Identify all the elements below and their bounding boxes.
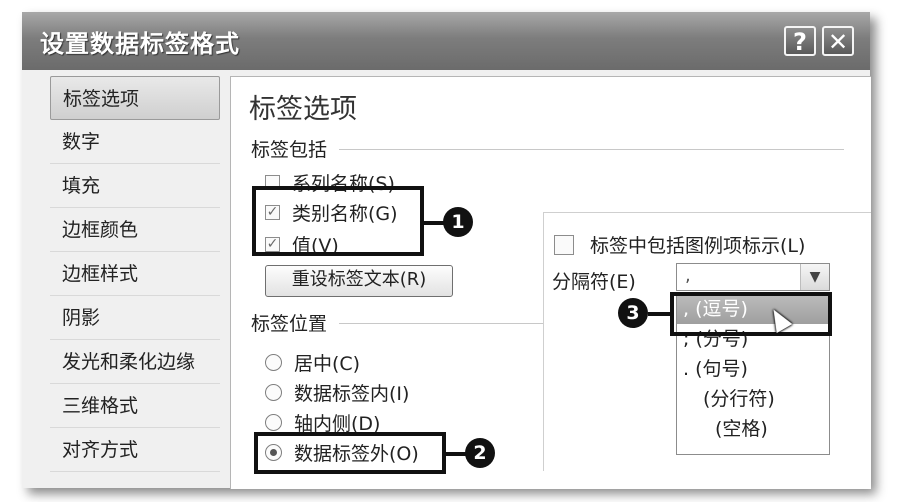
separator-overlay-panel: 标签中包括图例项标示(L) 分隔符(E) , ▼ , (逗号) ; (分号) .… xyxy=(543,212,871,471)
center-radio[interactable] xyxy=(265,354,282,371)
section-divider xyxy=(339,323,549,324)
separator-option-space[interactable]: (空格) xyxy=(715,418,768,440)
category-name-checkbox[interactable]: ✓ xyxy=(265,204,280,220)
nav-item-border-color[interactable]: 边框颜色 xyxy=(50,208,220,252)
title-bar: 设置数据标签格式 ? ✕ xyxy=(22,12,870,71)
separator-label: 分隔符(E) xyxy=(552,271,636,293)
nav-item-3d-format[interactable]: 三维格式 xyxy=(50,384,220,428)
callout-badge-2: 2 xyxy=(465,438,495,468)
callout-connector-3 xyxy=(648,312,670,316)
outside-end-radio[interactable] xyxy=(265,444,282,461)
section-divider xyxy=(339,149,844,150)
callout-connector-1 xyxy=(424,221,444,225)
nav-item-border-style[interactable]: 边框样式 xyxy=(50,252,220,296)
callout-box-2 xyxy=(254,432,446,474)
callout-badge-1: 1 xyxy=(443,207,473,237)
nav-item-number[interactable]: 数字 xyxy=(50,120,220,164)
position-center-option[interactable]: 居中(C) xyxy=(265,349,360,376)
center-label: 居中(C) xyxy=(294,353,361,375)
separator-option-period[interactable]: . (句号) xyxy=(683,358,748,380)
separator-selected-value: , xyxy=(685,265,691,286)
label-contains-title: 标签包括 xyxy=(251,139,328,161)
value-label: 值(V) xyxy=(292,235,339,257)
inside-end-label: 数据标签内(I) xyxy=(294,383,410,405)
reset-label-text-button[interactable]: 重设标签文本(R) xyxy=(265,265,453,297)
legend-key-checkbox[interactable] xyxy=(554,234,574,255)
label-position-title: 标签位置 xyxy=(251,313,328,335)
separator-option-newline[interactable]: (分行符) xyxy=(703,388,775,410)
value-option[interactable]: ✓ 值(V) xyxy=(265,231,339,258)
separator-option-comma[interactable]: , (逗号) xyxy=(677,294,829,324)
position-inside-base-option[interactable]: 轴内侧(D) xyxy=(265,409,380,436)
separator-options-list: , (逗号) ; (分号) . (句号) (分行符) (空格) xyxy=(676,293,830,455)
category-name-label: 类别名称(G) xyxy=(292,203,398,225)
legend-key-label: 标签中包括图例项标示(L) xyxy=(590,235,806,257)
chevron-down-icon[interactable]: ▼ xyxy=(800,264,829,290)
separator-dropdown[interactable]: , ▼ xyxy=(676,263,830,291)
nav-item-glow[interactable]: 发光和柔化边缘 xyxy=(50,340,220,384)
panel-heading: 标签选项 xyxy=(249,94,357,125)
close-button[interactable]: ✕ xyxy=(822,26,854,56)
category-nav: 标签选项 数字 填充 边框颜色 边框样式 阴影 发光和柔化边缘 三维格式 对齐方… xyxy=(50,76,220,472)
dialog-title: 设置数据标签格式 xyxy=(40,30,240,58)
legend-key-option[interactable]: 标签中包括图例项标示(L) xyxy=(554,231,805,258)
position-inside-end-option[interactable]: 数据标签内(I) xyxy=(265,379,409,406)
category-name-option[interactable]: ✓ 类别名称(G) xyxy=(265,199,398,226)
callout-connector-2 xyxy=(446,452,466,456)
nav-item-shadow[interactable]: 阴影 xyxy=(50,296,220,340)
nav-item-fill[interactable]: 填充 xyxy=(50,164,220,208)
inside-base-radio[interactable] xyxy=(265,414,282,431)
nav-item-label-options[interactable]: 标签选项 xyxy=(50,76,220,120)
value-checkbox[interactable]: ✓ xyxy=(265,236,280,252)
inside-end-radio[interactable] xyxy=(265,384,282,401)
callout-badge-3: 3 xyxy=(618,298,648,328)
inside-base-label: 轴内侧(D) xyxy=(294,413,381,435)
callout-box-1 xyxy=(252,186,424,256)
outside-end-label: 数据标签外(O) xyxy=(294,443,419,465)
position-outside-end-option[interactable]: 数据标签外(O) xyxy=(265,439,419,466)
nav-item-alignment[interactable]: 对齐方式 xyxy=(50,428,220,472)
help-button[interactable]: ? xyxy=(784,26,816,56)
callout-box-3 xyxy=(670,292,832,336)
